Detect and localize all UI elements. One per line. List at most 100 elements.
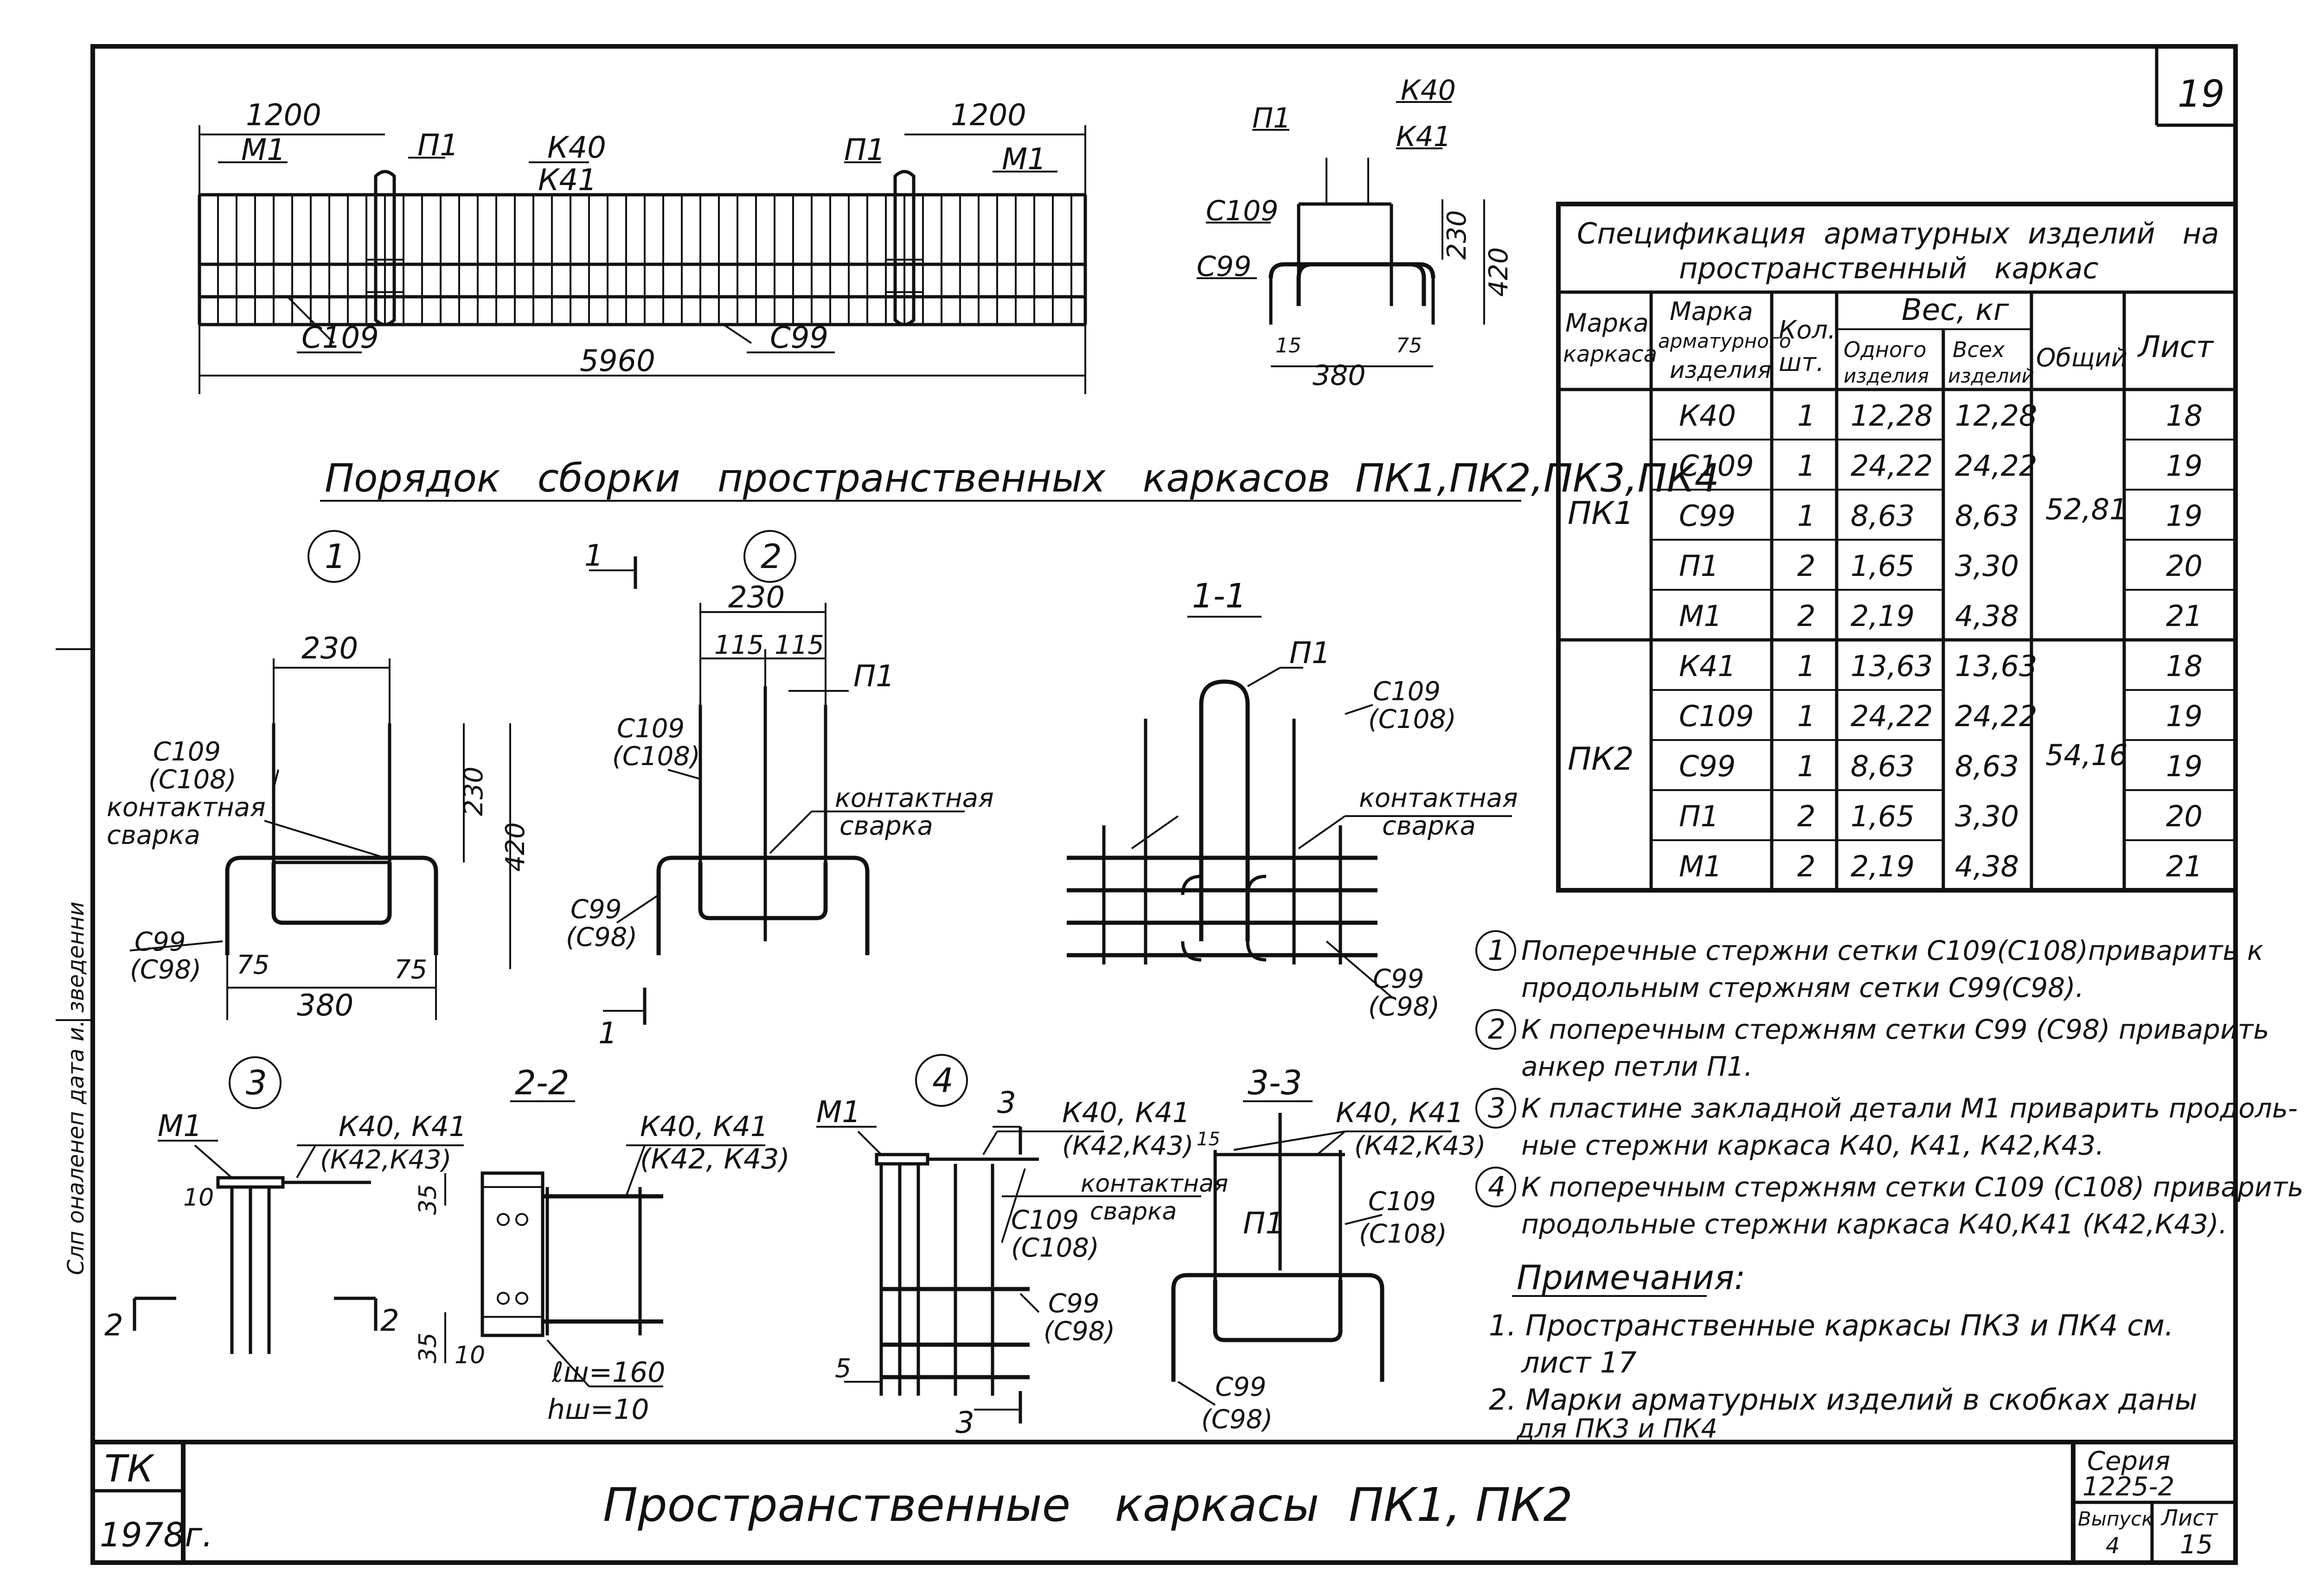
elev-label-m1-left: М1 bbox=[241, 133, 286, 167]
step-1-drawing bbox=[129, 658, 511, 1020]
section-label-k40: К40 bbox=[1401, 74, 1456, 107]
spec-cell-all: 24,22 bbox=[1955, 699, 2037, 733]
elev-label-p1-right: П1 bbox=[844, 133, 885, 167]
sec22-hw: hш=10 bbox=[547, 1393, 649, 1426]
spec-total-pk1: 52,81 bbox=[2045, 492, 2128, 526]
sheet-label: Лист bbox=[2160, 1505, 2219, 1531]
sec33-c109: С109 bbox=[1368, 1187, 1436, 1217]
step2-dim-115b: 115 bbox=[775, 630, 824, 660]
spec-cell-all: 12,28 bbox=[1955, 399, 2037, 433]
section-label-c109: С109 bbox=[1206, 195, 1278, 227]
spec-cell-item: С109 bbox=[1679, 699, 1754, 733]
step2-c109: С109 bbox=[617, 714, 685, 744]
elev-label-k41: К41 bbox=[538, 163, 597, 198]
note-1a: 1. Пространственные каркасы ПК3 и ПК4 см… bbox=[1489, 1309, 2174, 1342]
sec11-c108: (С108) bbox=[1368, 704, 1456, 734]
spec-frame-pk2: ПК2 bbox=[1568, 741, 1634, 778]
spec-cell-qty: 2 bbox=[1797, 599, 1815, 633]
spec-title-1: Спецификация арматурных изделий на bbox=[1577, 217, 2219, 250]
step1-dim-75-right: 75 bbox=[394, 955, 427, 985]
sec11-contact-2: сварка bbox=[1382, 811, 1476, 841]
step4-contact-1: контактная bbox=[1081, 1170, 1228, 1198]
step1-contact-1: контактная bbox=[107, 792, 266, 823]
spec-cell-one: 2,19 bbox=[1851, 849, 1915, 883]
section-dim-420: 420 bbox=[1484, 247, 1514, 297]
spec-head-item-3: изделия bbox=[1670, 357, 1771, 383]
instruction-line-2: ные стержни каркаса К40, К41, К42,К43. bbox=[1521, 1130, 2104, 1161]
spec-cell-qty: 1 bbox=[1797, 399, 1815, 433]
spec-cell-item: М1 bbox=[1679, 599, 1722, 633]
spec-cell-sheet: 20 bbox=[2166, 799, 2203, 833]
sec22-dim-35b: 35 bbox=[414, 1333, 442, 1363]
section-dim-15: 15 bbox=[1275, 334, 1301, 358]
spec-head-one-1: Одного bbox=[1844, 337, 1927, 362]
instruction-marker bbox=[1475, 1088, 1516, 1129]
step2-c108: (С108) bbox=[612, 741, 700, 772]
instruction-number: 3 bbox=[1488, 1092, 1505, 1124]
step1-c109: С109 bbox=[153, 737, 221, 767]
notes-heading: Примечания: bbox=[1517, 1258, 1745, 1297]
spec-frame-pk1: ПК1 bbox=[1568, 495, 1634, 532]
step1-contact-2: сварка bbox=[107, 820, 200, 850]
series-label: Серия bbox=[2087, 1446, 2170, 1476]
spec-cell-qty: 2 bbox=[1797, 849, 1815, 883]
step3-m1: М1 bbox=[158, 1109, 202, 1143]
section-2-2-title: 2-2 bbox=[515, 1063, 570, 1102]
step1-c98: (С98) bbox=[130, 955, 201, 985]
step4-k4243: (К42,К43) bbox=[1062, 1131, 1194, 1161]
step-2-drawing bbox=[616, 603, 965, 955]
step2-dim-230: 230 bbox=[728, 581, 785, 615]
spec-cell-qty: 1 bbox=[1797, 499, 1815, 533]
sec11-p1: П1 bbox=[1289, 636, 1331, 670]
spec-total-pk2: 54,16 bbox=[2045, 738, 2128, 772]
sec33-c99: С99 bbox=[1215, 1372, 1266, 1402]
step2-dim-115a: 115 bbox=[714, 630, 764, 660]
spec-cell-one: 2,19 bbox=[1851, 599, 1915, 633]
step4-c108: (С108) bbox=[1011, 1233, 1099, 1263]
elev-dim-left: 1200 bbox=[246, 98, 321, 133]
section-label-c99: С99 bbox=[1197, 250, 1251, 283]
spec-cell-qty: 2 bbox=[1797, 799, 1815, 833]
spec-cell-item: С109 bbox=[1679, 449, 1754, 483]
instruction-line-2: анкер петли П1. bbox=[1521, 1051, 1753, 1082]
spec-cell-all: 13,63 bbox=[1955, 649, 2037, 683]
elev-label-p1-left: П1 bbox=[417, 128, 459, 163]
org-code: ТК bbox=[104, 1447, 155, 1490]
instruction-number: 2 bbox=[1488, 1013, 1505, 1046]
spec-head-item-2: арматурного bbox=[1658, 330, 1791, 352]
instruction-line-2: продольным стержням сетки С99(С98). bbox=[1521, 972, 2084, 1003]
elevation-bars bbox=[217, 195, 1072, 325]
elev-label-k40: К40 bbox=[547, 131, 606, 165]
sec11-contact-1: контактная bbox=[1359, 783, 1518, 813]
sec33-k4041: К40, К41 bbox=[1336, 1097, 1464, 1129]
spec-cell-sheet: 20 bbox=[2166, 549, 2203, 583]
issue-label: Выпуск bbox=[2078, 1507, 2153, 1530]
step-4-drawing bbox=[816, 1126, 1201, 1424]
cut-3-bottom: 3 bbox=[955, 1406, 974, 1440]
step2-contact-2: сварка bbox=[839, 811, 933, 841]
sheet-value: 15 bbox=[2180, 1530, 2213, 1560]
spec-head-frame-1: Марка bbox=[1565, 308, 1649, 338]
spec-cell-all: 3,30 bbox=[1955, 799, 2019, 833]
spec-head-weight: Вес, кг bbox=[1902, 293, 2009, 327]
step4-m1: М1 bbox=[816, 1095, 861, 1130]
spec-cell-one: 12,28 bbox=[1851, 399, 1933, 433]
step3-k4041: К40, К41 bbox=[339, 1111, 467, 1143]
spec-cell-one: 1,65 bbox=[1851, 799, 1915, 833]
spec-head-frame-2: каркаса bbox=[1563, 341, 1657, 367]
step2-contact-1: контактная bbox=[835, 783, 994, 813]
cut-1-top: 1 bbox=[584, 539, 603, 573]
step-3-marker: 3 bbox=[246, 1063, 267, 1102]
top-section bbox=[1197, 101, 1485, 367]
instruction-line-1: К поперечным стержням сетки С109 (С108) … bbox=[1521, 1171, 2303, 1203]
elev-dim-right: 1200 bbox=[951, 98, 1026, 133]
sec22-lw: ℓш=160 bbox=[551, 1356, 665, 1389]
step2-p1: П1 bbox=[853, 659, 895, 694]
section-label-k41: К41 bbox=[1396, 121, 1451, 153]
spec-cell-sheet: 18 bbox=[2166, 649, 2203, 683]
step1-dim-230-top: 230 bbox=[301, 632, 358, 666]
step4-c109: С109 bbox=[1011, 1205, 1079, 1235]
spec-head-one-2: изделия bbox=[1844, 364, 1929, 387]
sec33-k4243: (К42,К43) bbox=[1354, 1131, 1486, 1161]
